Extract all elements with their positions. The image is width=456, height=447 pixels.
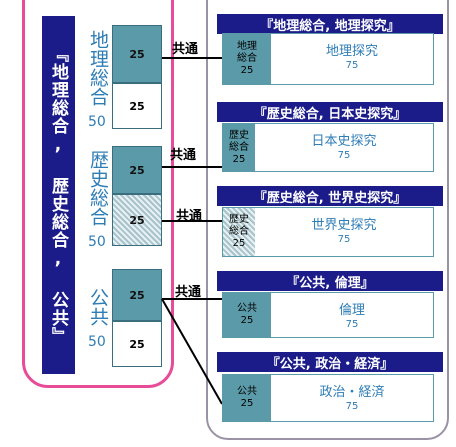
sub-score-world-history: 25 [232, 238, 246, 249]
banner-world-history-course: 『歴史総合, 世界史探究』 [217, 186, 443, 206]
course-box-politics-economics: 公共 25 政治・経済 75 [222, 374, 434, 422]
sub-box-geography: 地理 総合 25 [223, 34, 271, 84]
course-box-world-history: 歴史 総合 25 世界史探究 75 [222, 207, 434, 257]
own-score-geography: 25 [112, 83, 162, 129]
sub-label-world-history: 歴史 総合 [229, 214, 249, 237]
banner-geography-course: 『地理総合, 地理探究』 [217, 14, 443, 34]
course-score-geography: 75 [345, 60, 359, 71]
course-score-politics-economics: 75 [345, 401, 359, 412]
banner-ethics-course: 『公共, 倫理』 [217, 271, 443, 291]
group-total-history: 50 [88, 234, 106, 250]
banner-japanese-history-course: 『歴史総合, 日本史探究』 [217, 102, 443, 122]
sub-score-politics-economics: 25 [240, 398, 254, 409]
sub-box-world-history: 歴史 総合 25 [223, 208, 255, 256]
sub-score-geography: 25 [240, 65, 254, 76]
common-label-2: 共通 [170, 148, 197, 163]
course-name-politics-economics: 政治・経済 [319, 385, 385, 400]
common-score-history: 25 [112, 146, 162, 194]
own-score-history: 25 [112, 194, 162, 246]
sub-box-japanese-history: 歴史 総合 25 [223, 124, 255, 171]
common-score-geography: 25 [112, 25, 162, 83]
sub-label-geography: 地理 総合 [237, 41, 257, 64]
sub-score-ethics: 25 [240, 315, 254, 326]
course-score-world-history: 75 [337, 234, 351, 245]
course-name-japanese-history: 日本史探究 [311, 134, 377, 149]
own-score-public: 25 [112, 321, 162, 367]
course-box-ethics: 公共 25 倫理 75 [222, 292, 434, 338]
group-label-public: 公共 [87, 288, 109, 326]
vertical-title: 『地理総合, 歴史総合, 公共』 [42, 16, 75, 374]
group-label-history: 歴史総合 [87, 150, 109, 226]
sub-box-ethics: 公共 25 [223, 293, 271, 337]
course-name-geography: 地理探究 [325, 44, 378, 59]
group-total-public: 50 [88, 334, 106, 350]
course-score-ethics: 75 [345, 319, 359, 330]
sub-label-japanese-history: 歴史 総合 [229, 129, 249, 153]
sub-label-politics-economics: 公共 [237, 386, 257, 397]
common-label-1: 共通 [172, 42, 199, 57]
sub-label-ethics: 公共 [237, 303, 257, 314]
course-score-japanese-history: 75 [337, 150, 351, 161]
course-name-ethics: 倫理 [338, 303, 365, 318]
common-label-3: 共通 [176, 209, 203, 224]
connector-politics-economics [161, 298, 223, 405]
common-score-public: 25 [112, 269, 162, 321]
common-label-4: 共通 [175, 285, 202, 300]
course-name-world-history: 世界史探究 [311, 218, 377, 233]
sub-box-politics-economics: 公共 25 [223, 375, 271, 421]
sub-score-japanese-history: 25 [232, 153, 246, 165]
banner-politics-economics-course: 『公共, 政治・経済』 [217, 352, 443, 372]
group-label-geography: 地理総合 [87, 30, 109, 106]
course-box-japanese-history: 歴史 総合 25 日本史探究 75 [222, 123, 434, 172]
course-box-geography: 地理 総合 25 地理探究 75 [222, 33, 434, 85]
group-total-geography: 50 [88, 114, 106, 130]
